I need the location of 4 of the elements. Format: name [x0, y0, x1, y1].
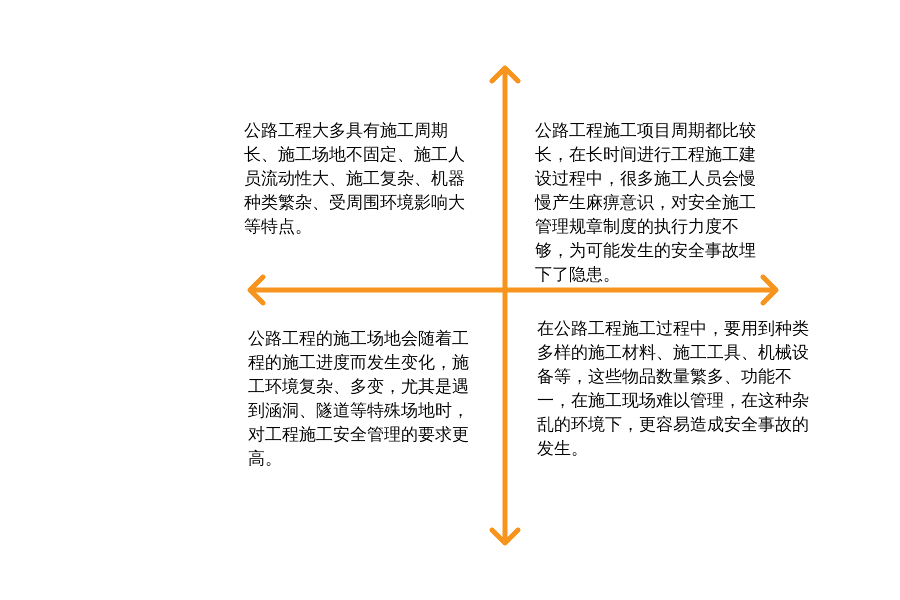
quadrant-text: 公路工程施工项目周期都比较长，在长时间进行工程施工建设过程中，很多施工人员会慢慢产生麻痹意识，对安全施工管理规章制度的执行力度不够，为可能发生的安全事故埋下了隐患。	[535, 120, 757, 287]
quadrant-text: 公路工程的施工场地会随着工程的施工进度而发生变化，施工环境复杂、多变，尤其是遇到涵洞、隧道等特殊场地时，对工程施工安全管理的要求更高。	[248, 328, 470, 471]
quadrant-text: 公路工程大多具有施工周期长、施工场地不固定、施工人员流动性大、施工复杂、机器种类繁杂、受周围环境影响大等特点。	[244, 120, 466, 239]
quadrant-text: 在公路工程施工过程中，要用到种类多样的施工材料、施工工具、机械设备等，这些物品数量繁多、功能不一，在施工现场难以管理，在这种杂乱的环境下，更容易造成安全事故的发生。	[537, 318, 809, 461]
